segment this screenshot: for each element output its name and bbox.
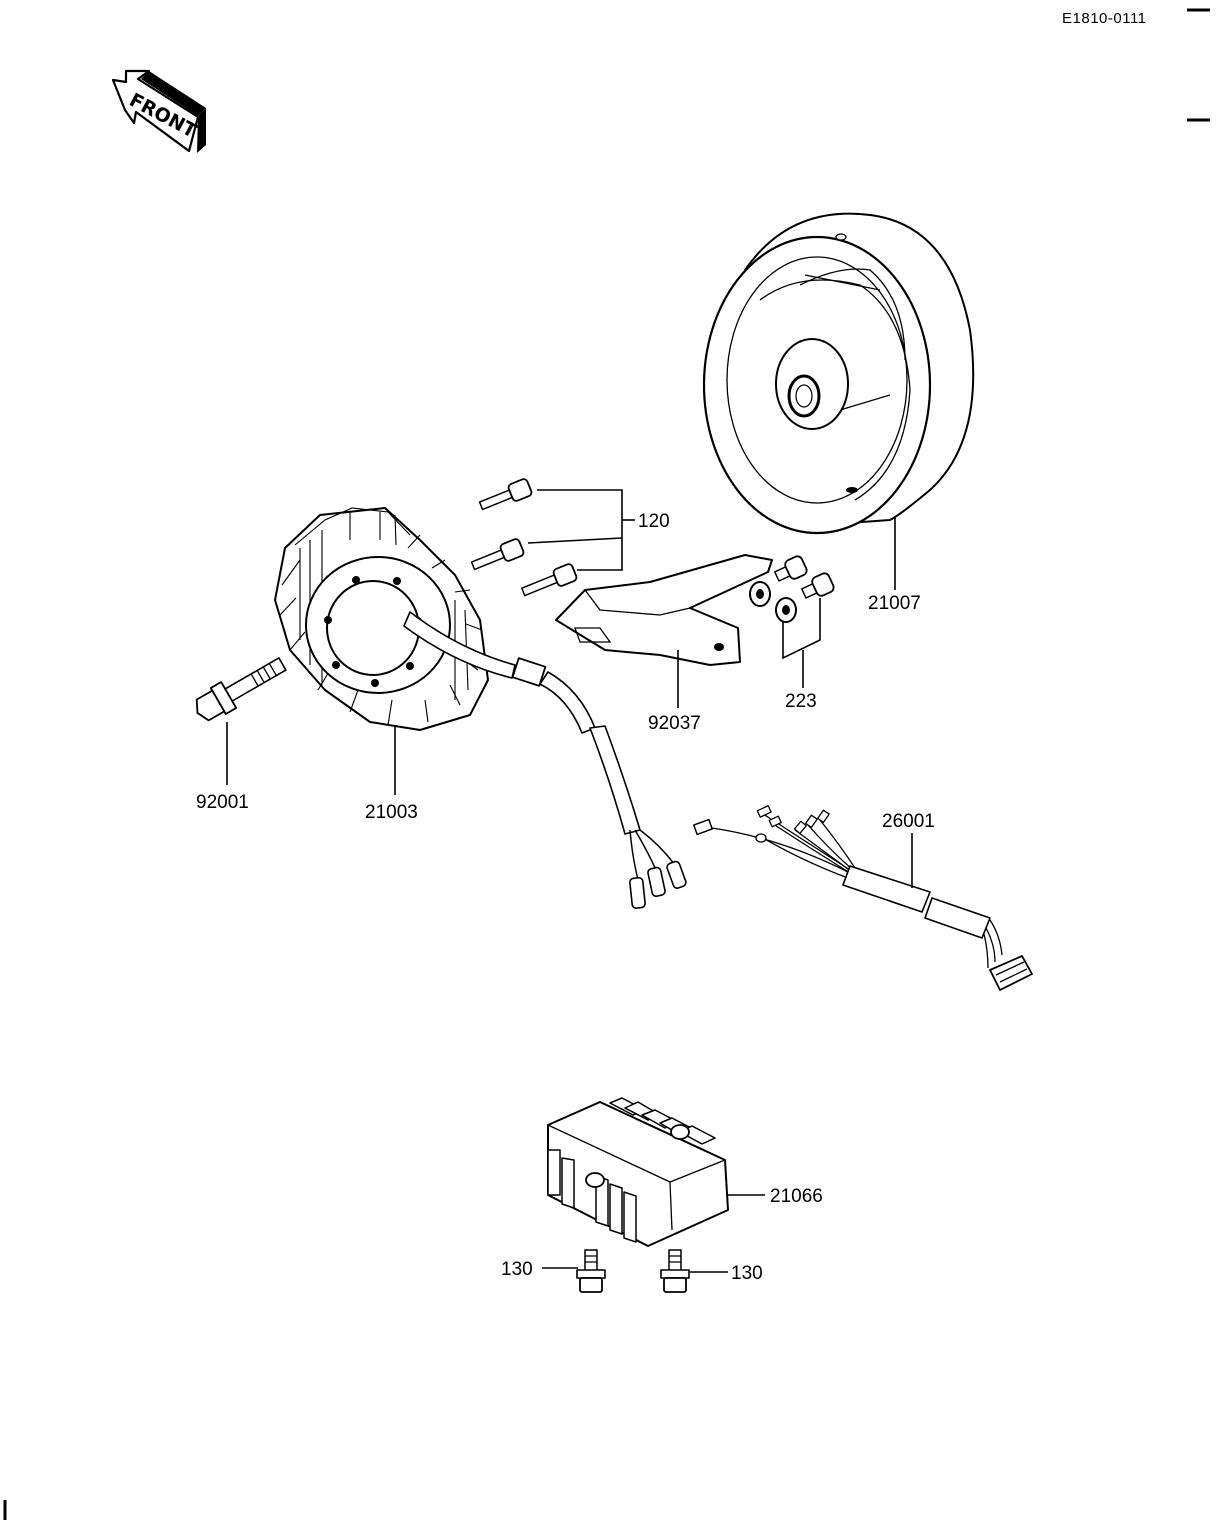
- label-21066: 21066: [770, 1186, 823, 1207]
- label-120: 120: [638, 511, 670, 532]
- lead-bracket: [555, 554, 773, 666]
- leader-120: [527, 489, 635, 571]
- label-26001: 26001: [882, 811, 935, 832]
- front-arrow-icon: FRONT: [111, 69, 206, 153]
- label-21007: 21007: [868, 593, 921, 614]
- label-92037: 92037: [648, 713, 701, 734]
- flywheel: [702, 212, 975, 535]
- stator-lead-wire: [403, 611, 687, 909]
- regulator-rectifier: [547, 1097, 729, 1247]
- stator-bolt: [195, 657, 287, 722]
- regulator-bolt-left: [576, 1249, 606, 1293]
- stator-screws: [470, 478, 578, 597]
- leader-223: [782, 598, 821, 688]
- label-223: 223: [785, 691, 817, 712]
- page-edge-marks: [3, 8, 1210, 1520]
- diagram-code: E1810-0111: [1062, 10, 1147, 27]
- label-130-right: 130: [731, 1263, 763, 1284]
- stator: [274, 507, 489, 731]
- label-130-left: 130: [501, 1259, 533, 1280]
- bracket-screws: [749, 555, 835, 623]
- wiring-harness: [693, 805, 1033, 991]
- label-92001: 92001: [196, 792, 249, 813]
- regulator-bolt-right: [660, 1249, 690, 1293]
- label-21003: 21003: [365, 802, 418, 823]
